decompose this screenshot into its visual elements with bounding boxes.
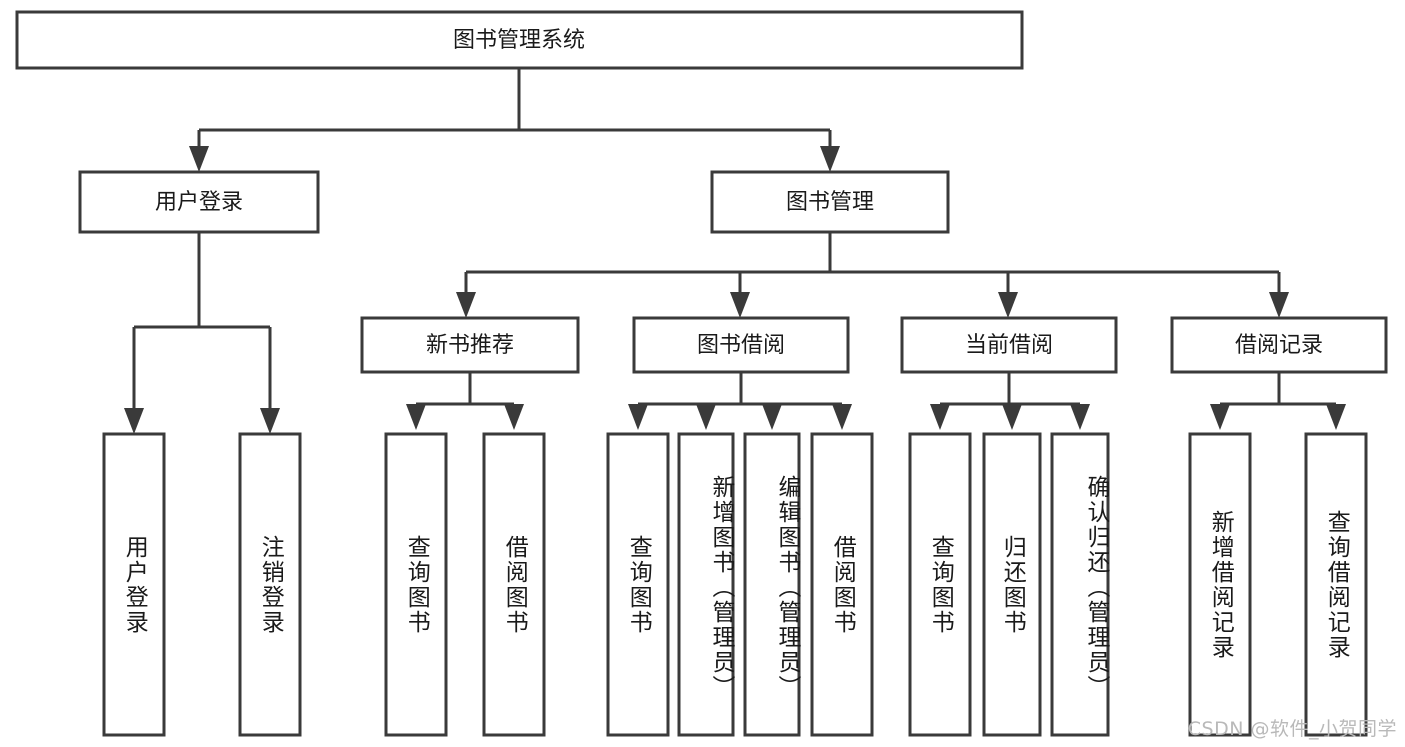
leaf-boxes — [102, 432, 1368, 737]
node-book-manage[interactable]: 图书管理 — [710, 170, 950, 234]
connector-userlogin-to-leaves — [124, 232, 280, 434]
arrow-head-icon — [260, 408, 280, 434]
node-current-borrow-box[interactable] — [900, 316, 1118, 374]
node-leaf-query-book-3-box[interactable] — [908, 432, 972, 737]
arrow-head-icon — [998, 292, 1018, 318]
node-leaf-return-book-box[interactable] — [982, 432, 1042, 737]
node-user-login[interactable]: 用户登录 — [78, 170, 320, 234]
node-book-manage-box[interactable] — [710, 170, 950, 234]
node-leaf-user-login-box[interactable] — [102, 432, 166, 737]
node-leaf-query-book-2-box[interactable] — [606, 432, 670, 737]
node-leaf-add-book-box[interactable] — [677, 432, 735, 737]
connector-bookborrow-to-leaves — [628, 372, 852, 430]
node-book-borrow[interactable]: 图书借阅 — [632, 316, 850, 374]
node-leaf-add-record-box[interactable] — [1188, 432, 1252, 737]
node-leaf-logout-box[interactable] — [238, 432, 302, 737]
node-leaf-query-record-box[interactable] — [1304, 432, 1368, 737]
arrow-head-icon — [628, 404, 648, 430]
node-root-label: 图书管理系统 — [453, 28, 585, 53]
node-user-login-box[interactable] — [78, 170, 320, 234]
node-book-borrow-label: 图书借阅 — [697, 333, 785, 358]
arrow-head-icon — [730, 292, 750, 318]
node-new-book-rec[interactable]: 新书推荐 — [360, 316, 580, 374]
csdn-watermark: CSDN @软件_小贺同学 — [1187, 718, 1397, 740]
connector-bookmanage-to-level3 — [456, 232, 1289, 318]
node-root[interactable]: 图书管理系统 — [15, 10, 1024, 70]
node-leaf-borrow-book-2-box[interactable] — [810, 432, 874, 737]
arrow-head-icon — [406, 404, 426, 430]
arrow-head-icon — [930, 404, 950, 430]
node-new-book-rec-label: 新书推荐 — [426, 333, 514, 358]
connector-borrowrecord-to-leaves — [1210, 372, 1346, 430]
node-current-borrow[interactable]: 当前借阅 — [900, 316, 1118, 374]
arrow-head-icon — [820, 146, 840, 172]
node-current-borrow-label: 当前借阅 — [965, 333, 1053, 358]
node-user-login-label: 用户登录 — [155, 190, 243, 215]
arrow-head-icon — [1070, 404, 1090, 430]
arrow-head-icon — [762, 404, 782, 430]
node-book-borrow-box[interactable] — [632, 316, 850, 374]
node-leaf-query-book-1-box[interactable] — [384, 432, 448, 737]
node-leaf-confirm-return-box[interactable] — [1050, 432, 1110, 737]
connector-root-to-level2 — [189, 68, 840, 172]
arrow-head-icon — [1210, 404, 1230, 430]
node-root-box[interactable] — [15, 10, 1024, 70]
arrow-head-icon — [124, 408, 144, 434]
node-leaf-borrow-book-1-box[interactable] — [482, 432, 546, 737]
arrow-head-icon — [504, 404, 524, 430]
arrow-head-icon — [832, 404, 852, 430]
arrow-head-icon — [456, 292, 476, 318]
node-leaf-edit-book-box[interactable] — [743, 432, 801, 737]
arrow-head-icon — [1002, 404, 1022, 430]
arrow-head-icon — [1269, 292, 1289, 318]
node-borrow-record-label: 借阅记录 — [1235, 333, 1323, 358]
node-borrow-record[interactable]: 借阅记录 — [1170, 316, 1388, 374]
arrow-head-icon — [189, 146, 209, 172]
connector-currentborrow-to-leaves — [930, 372, 1090, 430]
arrow-head-icon — [696, 404, 716, 430]
node-book-manage-label: 图书管理 — [786, 190, 874, 215]
node-borrow-record-box[interactable] — [1170, 316, 1388, 374]
arrow-head-icon — [1326, 404, 1346, 430]
connector-newbook-to-leaves — [406, 372, 524, 430]
node-new-book-rec-box[interactable] — [360, 316, 580, 374]
